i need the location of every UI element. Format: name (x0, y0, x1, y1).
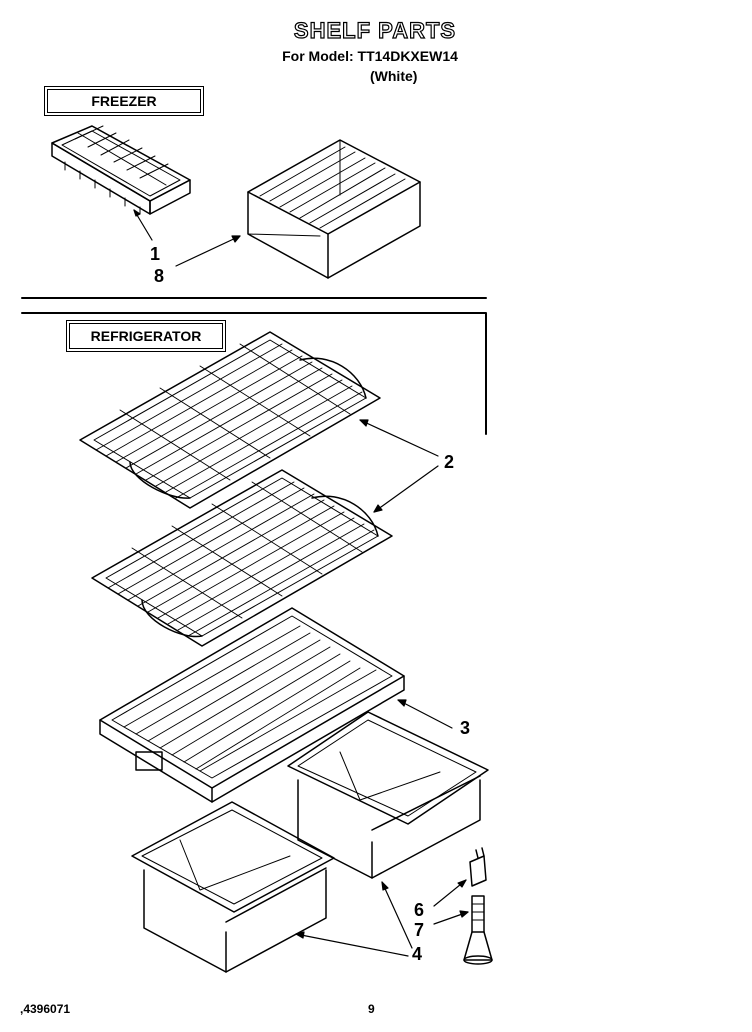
refrigerator-label-box: REFRIGERATOR (66, 320, 226, 352)
shelf-support-drawing (469, 847, 487, 887)
refrigerator-label: REFRIGERATOR (90, 328, 202, 344)
page-number: 9 (368, 1002, 375, 1016)
callout-1: 1 (150, 244, 161, 264)
freezer-label-box: FREEZER (44, 86, 204, 116)
freezer-label: FREEZER (91, 93, 157, 109)
wire-shelf-upper-drawing (79, 331, 381, 509)
callout-6: 6 (414, 900, 425, 920)
refrigerator-frame (21, 312, 487, 435)
callout-4: 4 (412, 944, 423, 964)
callout-2: 2 (444, 452, 455, 472)
crisper-cover-drawing (99, 607, 405, 803)
wire-shelf-lower-drawing (91, 469, 393, 647)
document-number: ,4396071 (20, 1002, 71, 1016)
model-line: For Model: TT14DKXEW14 (282, 48, 458, 64)
color-line: (White) (370, 68, 418, 84)
leader-lines (133, 209, 469, 957)
crisper-drawer-left-drawing (131, 801, 335, 973)
page-title: SHELF PARTS (293, 17, 457, 43)
callout-8: 8 (154, 266, 165, 286)
freezer-shelf-drawing (247, 139, 421, 279)
callout-3: 3 (460, 718, 471, 738)
ice-tray-drawing (51, 125, 191, 215)
crisper-drawer-right-drawing (287, 711, 489, 879)
callout-7: 7 (414, 920, 425, 940)
leveling-leg-drawing (463, 895, 493, 965)
